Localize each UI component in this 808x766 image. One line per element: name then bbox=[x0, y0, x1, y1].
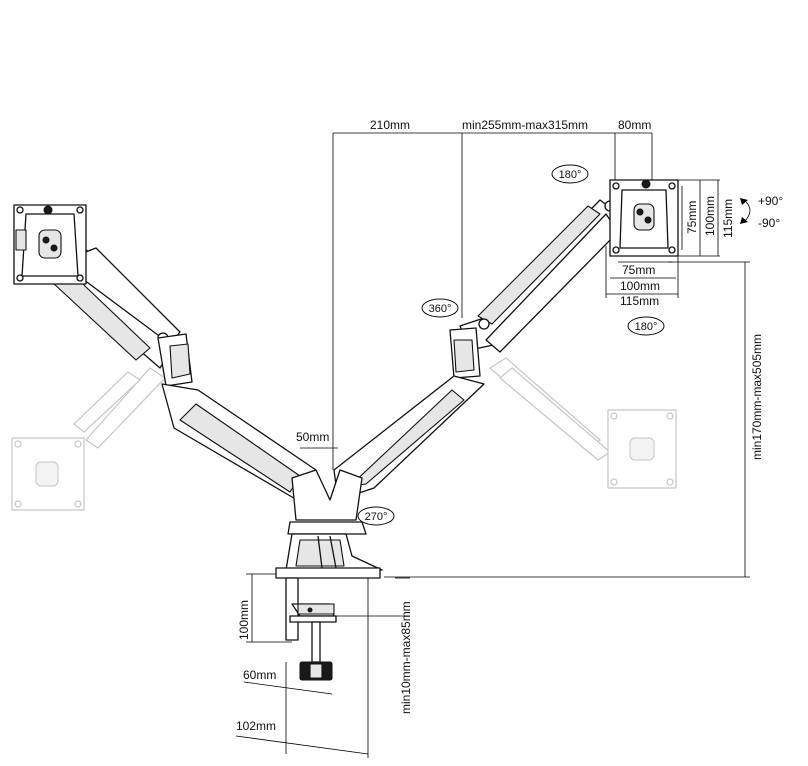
svg-text:270°: 270° bbox=[365, 511, 388, 523]
rotation-badge-bottom-180: 180° bbox=[627, 316, 665, 336]
label-vesa-h-100: 100mm bbox=[620, 279, 660, 293]
label-vesa-h-115: 115mm bbox=[620, 294, 659, 308]
rotation-badge-top-180: 180° bbox=[551, 164, 589, 184]
tilt-indicator: +90° -90° bbox=[740, 194, 783, 230]
label-60mm: 60mm bbox=[243, 668, 276, 682]
ghost-right-arm bbox=[489, 357, 677, 489]
svg-text:180°: 180° bbox=[559, 169, 582, 181]
svg-text:+90°: +90° bbox=[758, 194, 783, 208]
label-reach-range: min255mm-max315mm bbox=[462, 118, 588, 132]
rotation-badges: 180° 180° 360° 270° +90° -90° bbox=[357, 164, 783, 526]
svg-text:360°: 360° bbox=[429, 303, 452, 315]
label-height-range: min170mm-max505mm bbox=[750, 334, 764, 460]
label-102mm: 102mm bbox=[236, 719, 276, 733]
label-210mm: 210mm bbox=[370, 118, 410, 132]
label-desk-thickness: min10mm-max85mm bbox=[399, 601, 413, 714]
dimension-labels: 210mm min255mm-max315mm 80mm 50mm min170… bbox=[236, 118, 764, 733]
svg-text:-90°: -90° bbox=[758, 216, 780, 230]
rotation-badge-360: 360° bbox=[421, 298, 459, 318]
label-80mm: 80mm bbox=[618, 118, 651, 132]
dimension-lines bbox=[235, 132, 750, 758]
label-vesa-v-75: 75mm bbox=[685, 201, 699, 234]
label-vesa-v-100: 100mm bbox=[703, 196, 717, 236]
left-arm bbox=[13, 204, 317, 505]
right-arm bbox=[333, 179, 679, 501]
ghost-left-arm bbox=[11, 367, 166, 511]
label-clamp-height: 100mm bbox=[237, 600, 251, 640]
label-vesa-h-75: 75mm bbox=[622, 263, 655, 277]
label-vesa-v-115: 115mm bbox=[721, 199, 735, 238]
rotation-badge-270: 270° bbox=[357, 506, 395, 526]
svg-text:180°: 180° bbox=[635, 321, 658, 333]
label-50mm: 50mm bbox=[296, 430, 329, 444]
base-and-clamp bbox=[275, 469, 383, 681]
